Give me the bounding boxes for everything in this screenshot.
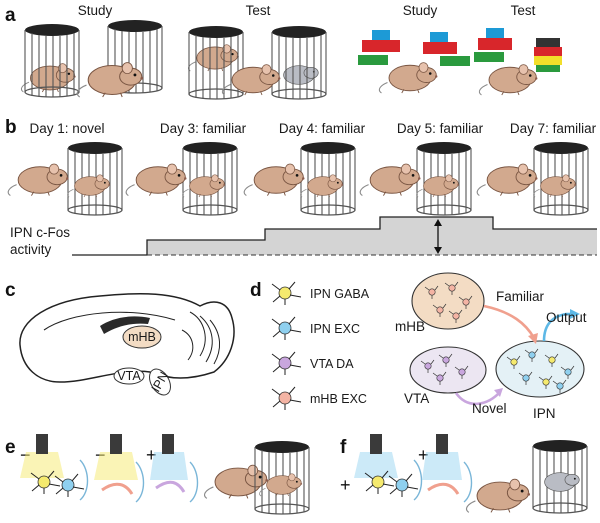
legend-mhb-exc-label: mHB EXC [310, 392, 367, 406]
test-label-left: Test [246, 3, 271, 18]
activity-step-line [72, 216, 597, 256]
day-label-2: Day 3: familiar [160, 121, 247, 136]
panel-letter-a: a [5, 5, 16, 26]
panel-f: f + + [340, 434, 588, 514]
novel-arrowhead [494, 388, 503, 397]
panel-b: b Day 1: novel Day 3: familiar Day 4: fa… [5, 117, 597, 257]
object-mouse-study [378, 62, 438, 94]
panel-a: a Study Test Study Test [5, 3, 562, 100]
familiar-arrowhead [528, 333, 538, 344]
ipn-node-label: IPN [533, 406, 556, 421]
sign-e1: − [20, 445, 31, 465]
panel-letter-c: c [5, 280, 16, 301]
sign-e3: + [146, 445, 157, 465]
mouse-f [465, 478, 531, 513]
novel-arrow [454, 391, 501, 406]
study-label-left: Study [78, 3, 113, 18]
activity-change-arrow [434, 219, 442, 254]
panel-c: c mHB VTA IPN [5, 280, 235, 396]
test-label-right: Test [511, 3, 536, 18]
legend-ipn-gaba-label: IPN GABA [310, 287, 370, 301]
region-mhb-label: mHB [128, 330, 156, 344]
sign-f1: + [340, 475, 351, 495]
ipn-node [495, 340, 585, 398]
activity-label-line1: IPN c-Fos [10, 225, 70, 240]
optogenetic-probe-f1: + [340, 434, 423, 501]
day-label-1: Day 1: novel [29, 121, 104, 136]
legend-ipn-exc-label: IPN EXC [310, 322, 360, 336]
day-label-5: Day 7: familiar [510, 121, 597, 136]
legend-vta-da: VTA DA [271, 351, 354, 376]
object-mouse-test [478, 64, 538, 96]
optogenetic-probe-e1: − [20, 434, 89, 501]
day-scene-2 [125, 141, 238, 216]
day-label-4: Day 5: familiar [397, 121, 484, 136]
brain-cortex-edge [43, 311, 176, 331]
region-vta-label: VTA [117, 369, 141, 383]
sign-f2: + [418, 445, 429, 465]
panel-letter-f: f [340, 437, 347, 458]
legend-ipn-exc: IPN EXC [271, 316, 360, 341]
panel-letter-b: b [5, 117, 17, 138]
legend-vta-da-label: VTA DA [310, 357, 354, 371]
novel-arrow-label: Novel [472, 401, 507, 416]
ipn-region [149, 368, 171, 396]
vta-node-label: VTA [404, 391, 429, 406]
object-blocks-study-2 [423, 32, 470, 66]
day-label-3: Day 4: familiar [279, 121, 366, 136]
optogenetic-probe-f2: + [418, 434, 473, 503]
panel-letter-e: e [5, 437, 16, 458]
cage-a4 [271, 25, 327, 100]
mhb-region [122, 325, 162, 349]
day-scene-3 [243, 141, 356, 216]
vta-node [409, 346, 487, 394]
novel-mouse-a2 [283, 65, 319, 85]
mhb-node [411, 272, 485, 330]
output-arrow-label: Output [546, 310, 587, 325]
mouse-e [203, 464, 269, 499]
object-blocks-test-1 [474, 28, 512, 62]
cerebellum-folds [181, 311, 220, 365]
day-scene-1 [7, 141, 123, 216]
panel-letter-d: d [250, 280, 262, 301]
day-scene-4 [359, 141, 472, 216]
object-blocks-test-novel [534, 38, 562, 72]
legend-mhb-exc: mHB EXC [271, 386, 367, 411]
study-label-right: Study [403, 3, 438, 18]
optogenetic-probe-e2: − [94, 434, 145, 503]
familiar-arrow-label: Familiar [496, 289, 545, 304]
optogenetic-probe-e3: + [146, 434, 199, 503]
activity-trace [72, 217, 597, 255]
panel-e: e − − + [5, 434, 310, 515]
mhb-node-label: mHB [395, 319, 425, 334]
output-arrowhead [570, 309, 580, 319]
legend-ipn-gaba: IPN GABA [271, 281, 370, 306]
output-arrow [542, 312, 572, 342]
vta-region [113, 367, 145, 385]
novel-caged-mouse-f [544, 472, 580, 492]
panel-d: d IPN GABA IPN EXC VTA DA mHB EXC mHB [250, 272, 587, 421]
familiar-arrow [483, 304, 536, 339]
activity-label-line2: activity [10, 242, 52, 257]
brain-ventricle [100, 316, 150, 334]
day-scene-5 [476, 141, 589, 216]
object-blocks-study-1 [358, 30, 400, 65]
test-mouse-a1 [76, 61, 144, 98]
